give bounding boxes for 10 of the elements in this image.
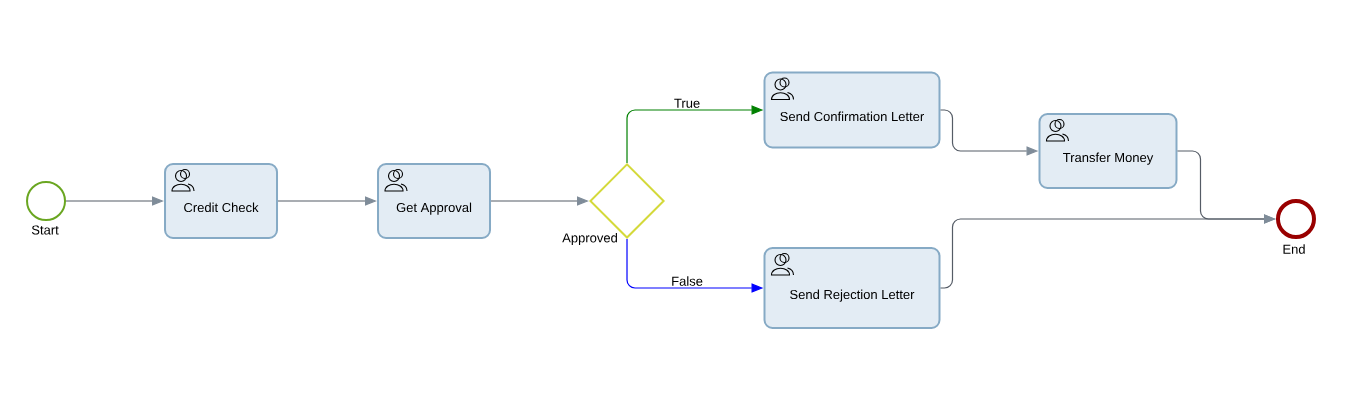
event-label: Approved xyxy=(562,232,617,246)
task-box: Send Confirmation Letter xyxy=(763,71,941,149)
task-box: Credit Check xyxy=(164,163,278,239)
edge-label: False xyxy=(670,275,704,287)
task-box: Send Rejection Letter xyxy=(763,247,941,329)
event-label: End xyxy=(1283,244,1305,254)
event-label: Start xyxy=(31,225,59,235)
edge-label: True xyxy=(672,97,702,109)
task-box: Get Approval xyxy=(377,163,491,239)
task-box: Transfer Money xyxy=(1038,113,1178,189)
